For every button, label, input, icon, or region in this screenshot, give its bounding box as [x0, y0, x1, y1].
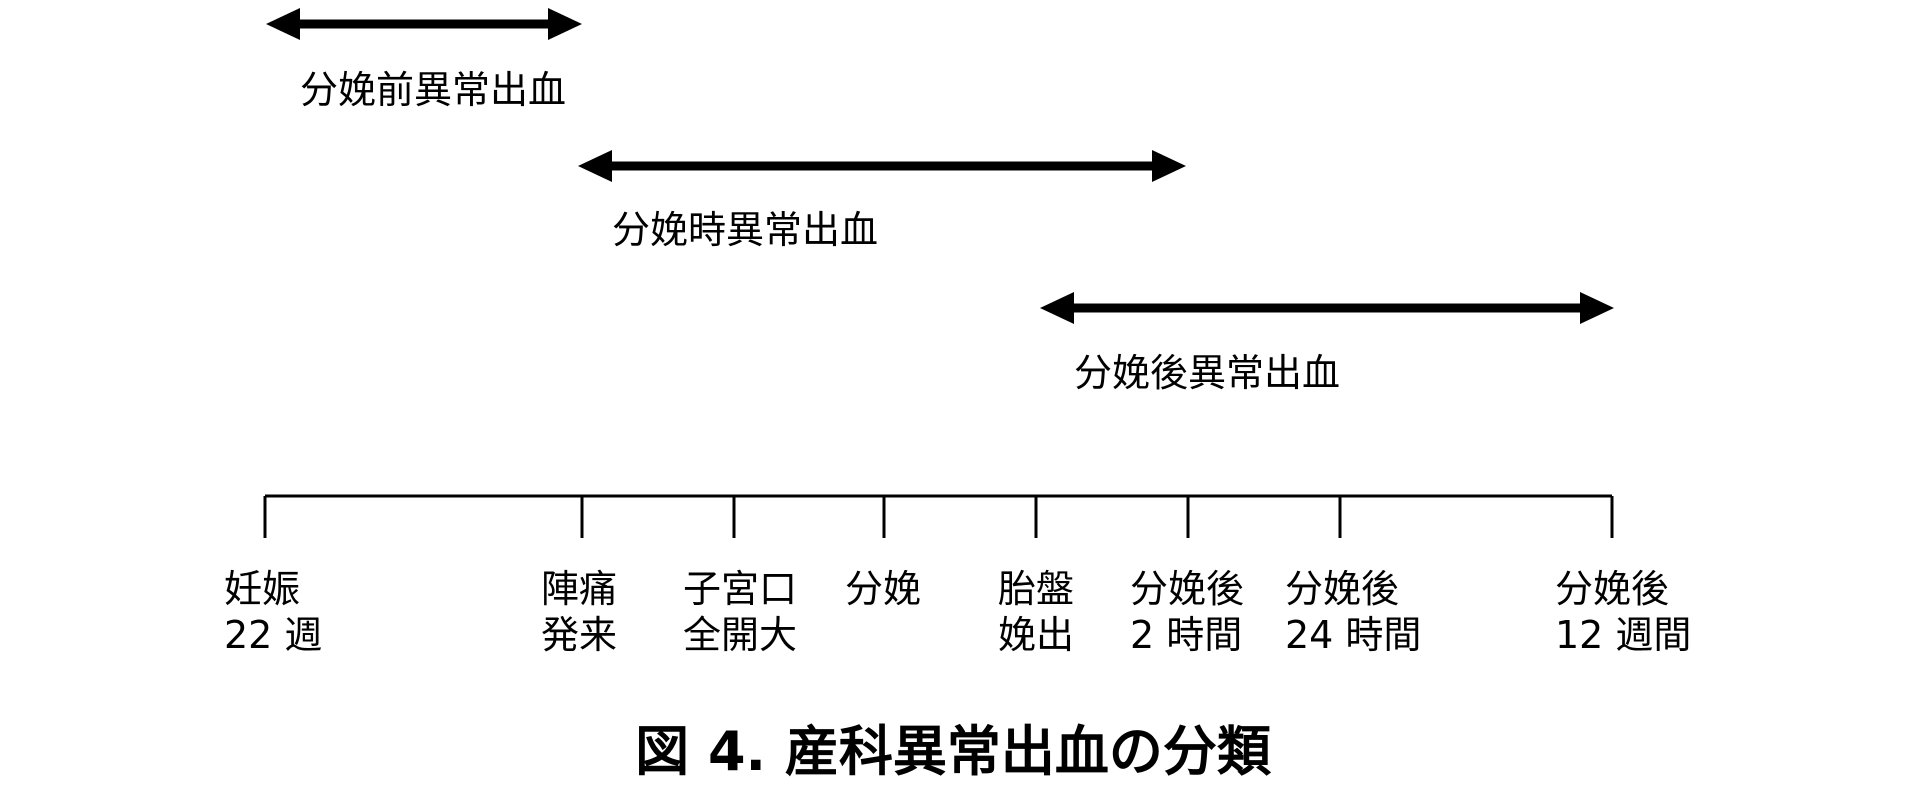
timeline-stage-label-line: 分娩後: [1555, 567, 1669, 611]
timeline-stage-label: 陣痛発来: [541, 567, 617, 657]
timeline-stage-label-line: 24 時間: [1285, 613, 1421, 657]
figure-caption: 図 4. 産科異常出血の分類: [635, 720, 1272, 783]
range-arrow-head-right: [1152, 150, 1186, 182]
hemorrhage-range: 分娩時異常出血: [578, 150, 1186, 252]
timeline-stage-label-line: 妊娠: [224, 567, 300, 611]
range-label: 分娩時異常出血: [612, 208, 878, 252]
timeline-stage-label-line: 全開大: [683, 613, 797, 657]
timeline-stage-label-line: 陣痛: [541, 567, 617, 611]
timeline-stage-label-line: 分娩後: [1285, 567, 1399, 611]
timeline-stage-label: 分娩: [845, 567, 921, 611]
timeline-stage-label-line: 発来: [541, 613, 617, 657]
timeline-stage-label-line: 子宮口: [683, 567, 797, 611]
range-label: 分娩前異常出血: [300, 68, 566, 112]
timeline-stage-label-line: 分娩後: [1130, 567, 1244, 611]
timeline-stage-label-line: 12 週間: [1555, 613, 1691, 657]
range-arrow-head-right: [548, 8, 582, 40]
hemorrhage-range: 分娩前異常出血: [266, 8, 582, 112]
timeline-stage-label: 胎盤娩出: [998, 567, 1074, 657]
timeline-stage-label-line: 22 週: [224, 613, 322, 657]
hemorrhage-range: 分娩後異常出血: [1040, 292, 1614, 395]
timeline-stage-label-line: 胎盤: [998, 567, 1074, 611]
range-arrow-head-left: [1040, 292, 1074, 324]
timeline-stage-label-line: 2 時間: [1130, 613, 1242, 657]
range-arrow-head-left: [266, 8, 300, 40]
timeline-stage-label-line: 分娩: [845, 567, 921, 611]
range-arrow-head-right: [1580, 292, 1614, 324]
timeline-stage-label: 子宮口全開大: [683, 567, 797, 657]
range-arrow-head-left: [578, 150, 612, 182]
timeline-stage-label-line: 娩出: [998, 613, 1074, 657]
range-label: 分娩後異常出血: [1074, 351, 1340, 395]
